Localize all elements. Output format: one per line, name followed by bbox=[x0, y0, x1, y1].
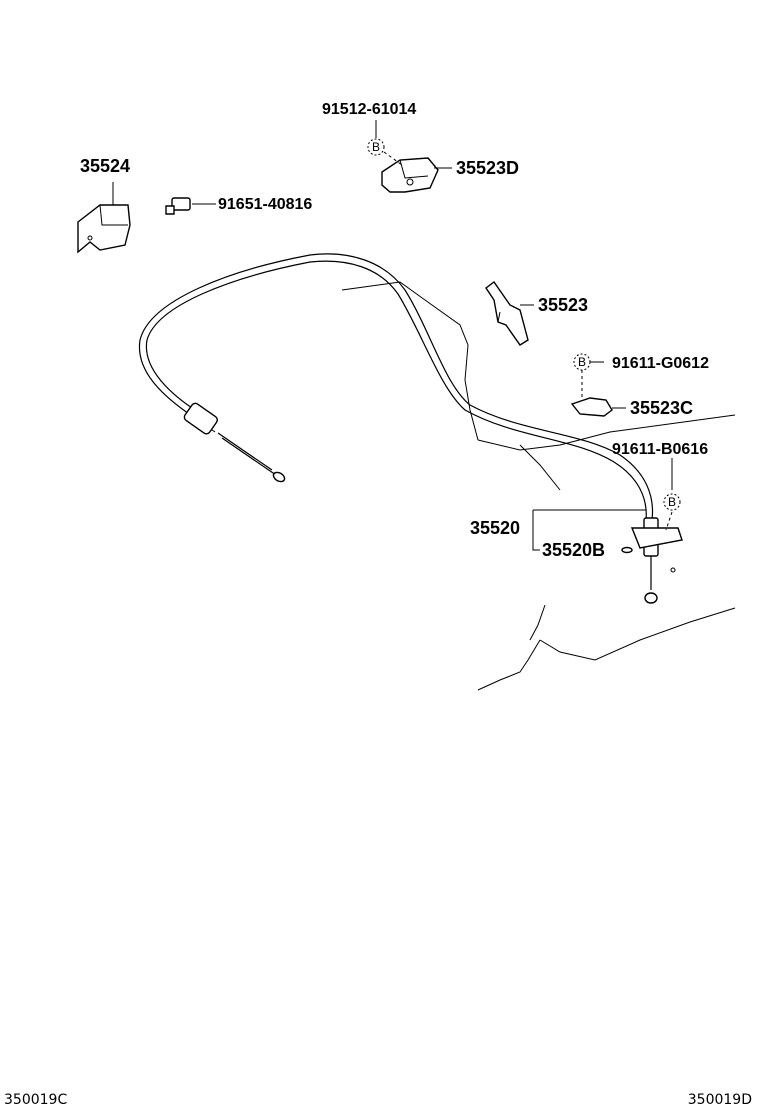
bracket-35524 bbox=[77, 204, 131, 254]
label-35523: 35523 bbox=[538, 295, 588, 315]
badge-b-top: B bbox=[367, 138, 385, 156]
label-35524: 35524 bbox=[80, 156, 130, 176]
background-structure bbox=[341, 281, 736, 691]
label-35523c: 35523C bbox=[630, 398, 693, 418]
label-91512-61014: 91512-61014 bbox=[322, 101, 416, 118]
svg-text:B: B bbox=[372, 140, 380, 154]
label-35520b: 35520B bbox=[542, 540, 605, 560]
leader-lines bbox=[112, 120, 673, 554]
label-91651-40816: 91651-40816 bbox=[218, 196, 312, 213]
accelerator-cable bbox=[138, 253, 683, 604]
label-91611-g0612: 91611-G0612 bbox=[612, 355, 709, 372]
clamp-35523c bbox=[570, 397, 613, 417]
footer-code-right: 350019D bbox=[688, 1092, 752, 1108]
clip-91651 bbox=[165, 197, 191, 215]
footer-code-left: 350019C bbox=[4, 1092, 67, 1108]
label-35520: 35520 bbox=[470, 518, 520, 538]
svg-text:B: B bbox=[578, 355, 586, 369]
bracket-35523 bbox=[485, 281, 529, 346]
badge-b-mid: B bbox=[573, 353, 591, 371]
label-35523d: 35523D bbox=[456, 158, 519, 178]
badge-b-low: B bbox=[663, 493, 681, 511]
clamp-35523d bbox=[381, 157, 439, 193]
label-91611-b0616: 91611-B0616 bbox=[612, 441, 708, 458]
svg-text:B: B bbox=[668, 495, 676, 509]
